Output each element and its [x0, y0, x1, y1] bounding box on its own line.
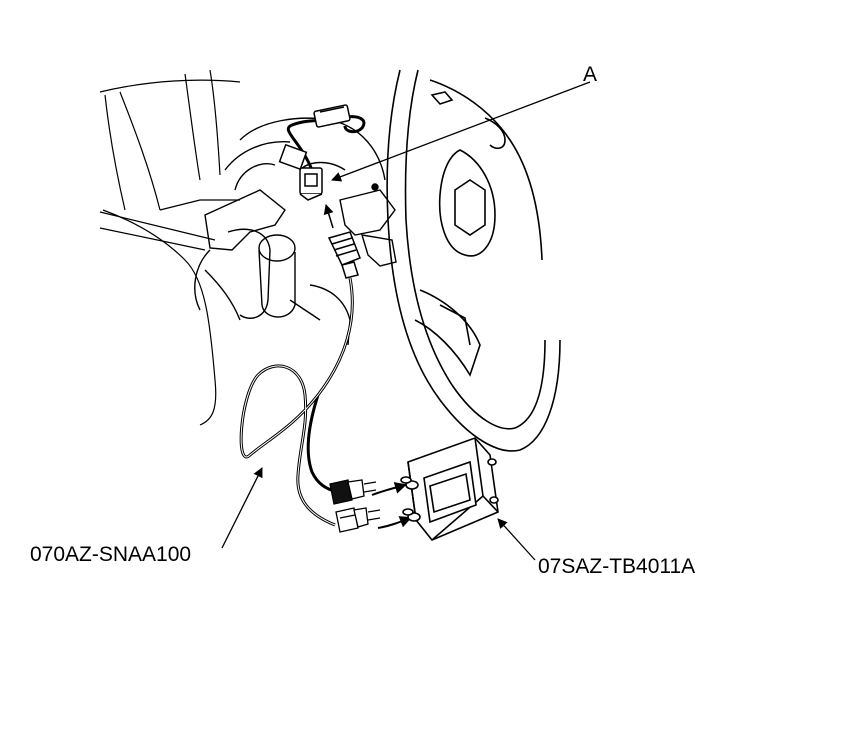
leader-box	[497, 518, 536, 561]
leader-harness	[221, 467, 263, 549]
harness-plug-black	[329, 479, 377, 505]
leader-a	[331, 81, 591, 182]
harness-cable-inner	[240, 277, 353, 526]
callout-a: A	[583, 63, 598, 86]
connect-arrow-lower	[377, 516, 412, 529]
connector-a	[278, 143, 323, 201]
callout-simulator-part-number: 07SAZ-TB4011A	[538, 555, 696, 578]
simulator-box	[400, 437, 499, 541]
steering-wheel	[386, 69, 561, 452]
insert-arrow	[323, 204, 334, 229]
top-connector	[313, 104, 351, 128]
connect-arrow-upper	[371, 482, 407, 496]
dashboard-outline	[99, 69, 241, 426]
harness-plug-white	[335, 507, 381, 533]
callout-harness-part-number: 070AZ-SNAA100	[30, 543, 192, 566]
harness-plug	[327, 231, 361, 279]
